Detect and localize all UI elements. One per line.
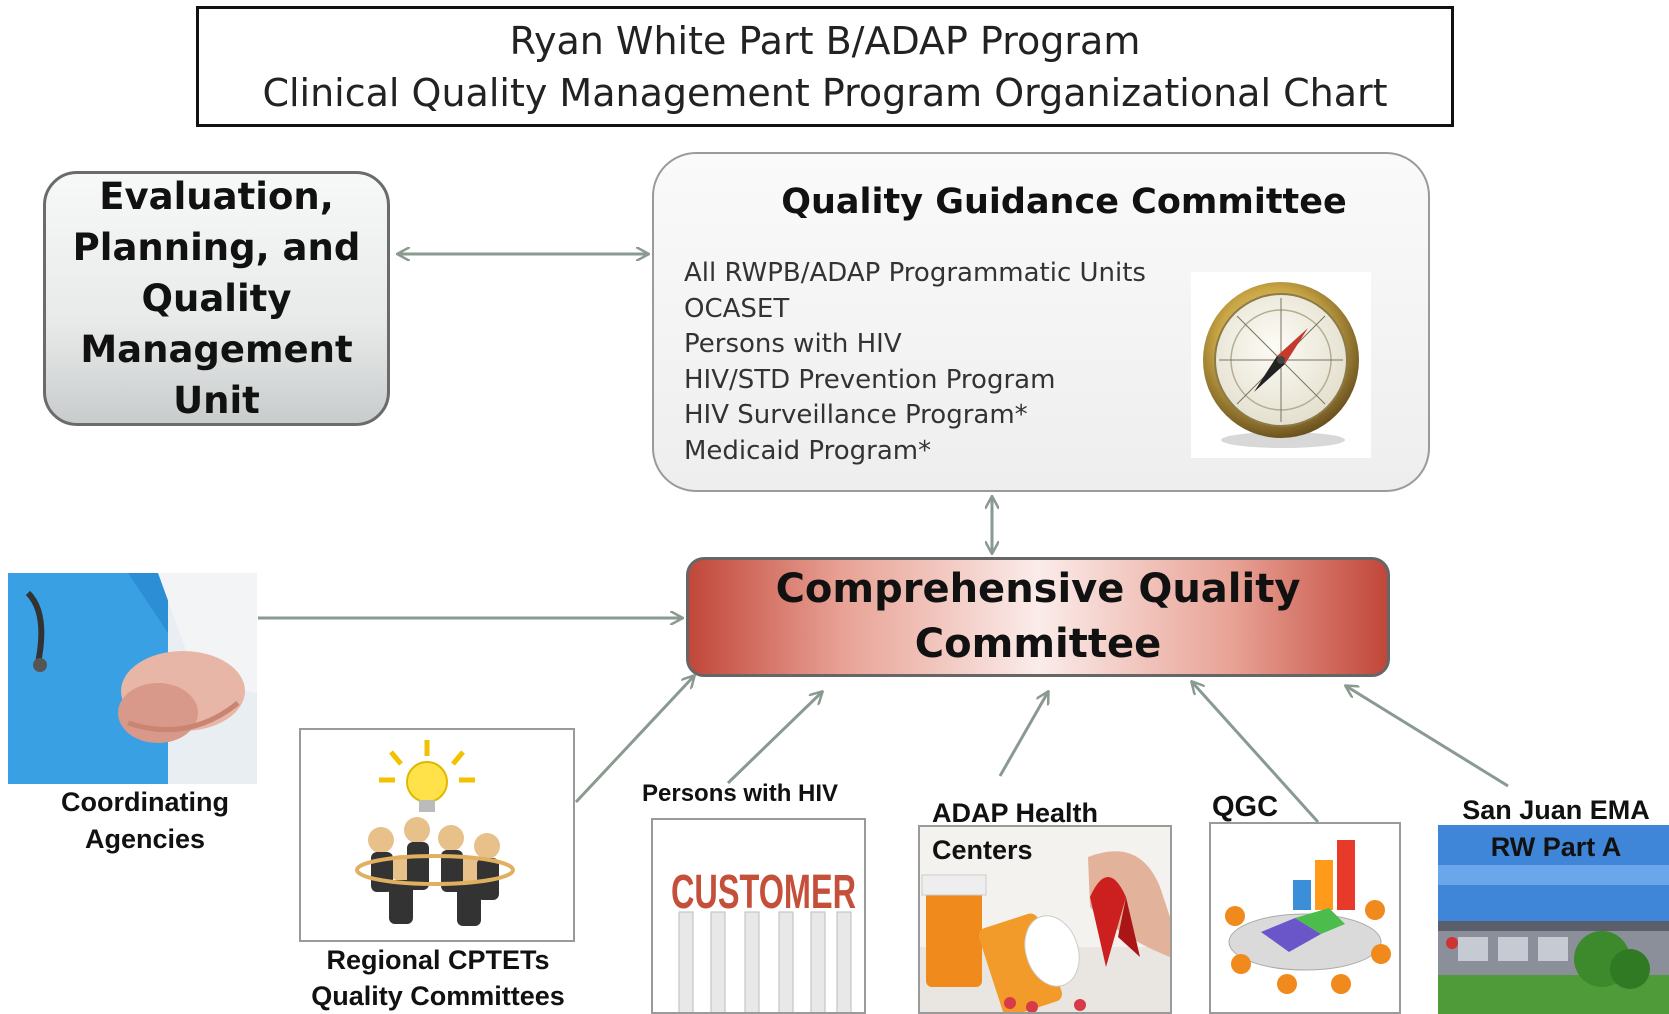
qgc-member: Persons with HIV [684, 329, 902, 359]
qgc-member: HIV Surveillance Program* [684, 400, 1028, 430]
customer-word-art: CUSTOMER [651, 818, 866, 1014]
medication-ribbon-photo [918, 825, 1172, 1014]
chart-title-line-2: Clinical Quality Management Program Orga… [262, 70, 1388, 115]
cqc-label: Comprehensive Quality Committee [775, 566, 1301, 667]
coordinating-agencies-label: Coordinating Agencies [61, 787, 229, 854]
customer-word-art-text: CUSTOMER [671, 866, 856, 919]
compass-icon [1191, 272, 1371, 458]
chart-title-line-1: Ryan White Part B/ADAP Program [509, 18, 1141, 63]
building-photo [1438, 825, 1669, 1014]
qgc-member: HIV/STD Prevention Program [684, 364, 1056, 395]
meeting-chart-illustration [1209, 822, 1401, 1014]
evaluation-unit-box: Evaluation, Planning, and Quality Manage… [43, 171, 390, 426]
qgc-member: OCASET [684, 293, 790, 324]
qgc-member: All RWPB/ADAP Programmatic Units [684, 258, 1146, 288]
qgc-group-label: QGC [1212, 791, 1279, 823]
qgc-member: Medicaid Program* [684, 435, 932, 466]
adap-health-centers-label: ADAP Health Centers [932, 798, 1099, 865]
comprehensive-quality-committee-box: Comprehensive Quality Committee [686, 557, 1390, 677]
nurse-patient-photo [8, 573, 257, 784]
qgc-title: Quality Guidance Committee [781, 182, 1347, 222]
qgc-member-list: All RWPB/ADAP Programmatic Units OCASET … [684, 256, 1146, 469]
team-lightbulb-illustration [299, 728, 575, 942]
arrow-persons-with-hiv [726, 692, 822, 785]
san-juan-ema-label: San Juan EMA RW Part A [1462, 795, 1650, 862]
arrow-san-juan-ema [1346, 686, 1509, 788]
persons-with-hiv-label: Persons with HIV [642, 780, 839, 807]
evaluation-unit-label: Evaluation, Planning, and Quality Manage… [72, 175, 361, 422]
arrow-adap-health-centers [998, 692, 1048, 777]
quality-guidance-committee-box: Quality Guidance Committee All RWPB/ADAP… [652, 152, 1430, 492]
regional-cptets-label: Regional CPTETs Quality Committees [311, 945, 565, 1011]
chart-title-box: Ryan White Part B/ADAP Program Clinical … [196, 6, 1454, 127]
